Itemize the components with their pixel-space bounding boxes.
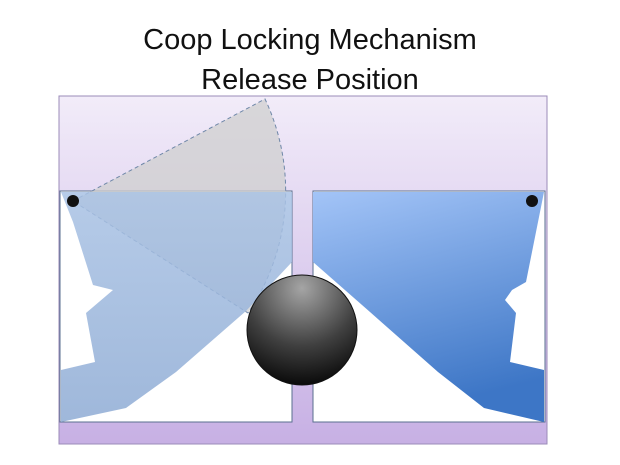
diagram-title-line-1: Coop Locking Mechanism — [143, 24, 477, 56]
pivot-dot-icon — [67, 195, 79, 207]
ball-icon — [246, 274, 358, 386]
right-locking-arm — [313, 192, 544, 422]
pivot-dot-icon — [526, 195, 538, 207]
left-locking-arm — [61, 192, 292, 422]
diagram-title-line-2: Release Position — [201, 64, 419, 96]
